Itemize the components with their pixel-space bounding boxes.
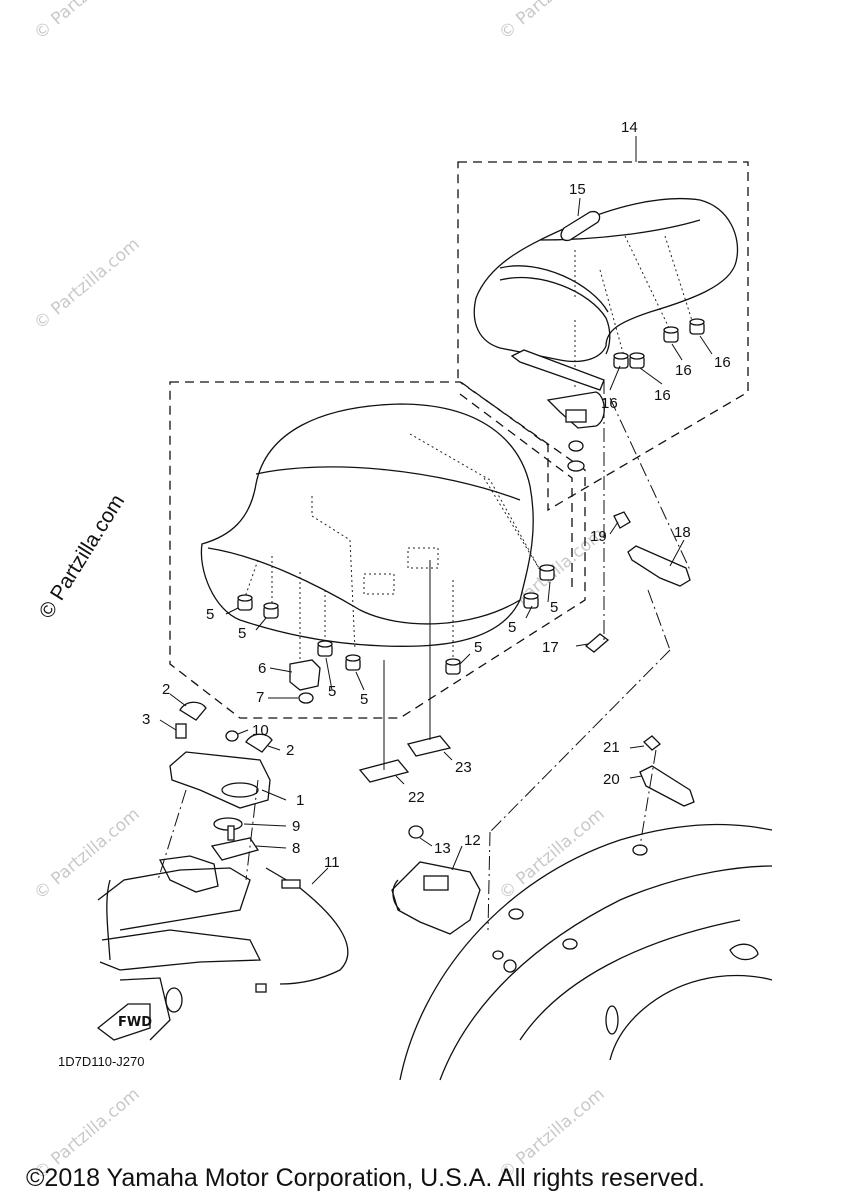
rear-seat-handle [560, 210, 601, 242]
callout-7: 7 [256, 689, 264, 706]
front-seat-assembly-boundary [169, 381, 586, 719]
damper [317, 640, 333, 657]
watermark: © Partzilla.com [495, 804, 608, 904]
rear-seat-assembly-boundary [457, 161, 749, 512]
watermark-bold: © Partzilla.com [35, 490, 129, 622]
callout-18: 18 [674, 524, 691, 541]
callout-16: 16 [601, 395, 618, 412]
pad-23 [406, 735, 452, 757]
fwd-label: FWD [118, 1015, 152, 1030]
damper [523, 592, 539, 609]
watermark: © Partzilla.com [495, 0, 608, 44]
chain-line [647, 589, 671, 651]
callout-2: 2 [162, 681, 170, 698]
watermark: © Partzilla.com [30, 804, 143, 904]
callout-13: 13 [434, 840, 451, 857]
leader-lines [159, 136, 713, 885]
callout-5: 5 [360, 691, 368, 708]
watermark: © Partzilla.com [30, 0, 143, 44]
callout-14: 14 [621, 119, 638, 136]
callout-22: 22 [408, 789, 425, 806]
boundary-inner-line [459, 393, 573, 590]
callout-16: 16 [675, 362, 692, 379]
rear-fender [399, 823, 773, 1081]
callout-9: 9 [292, 818, 300, 835]
callout-16: 16 [654, 387, 671, 404]
callout-10: 10 [252, 722, 269, 739]
callout-5: 5 [550, 599, 558, 616]
callout-2: 2 [286, 742, 294, 759]
callout-5: 5 [328, 683, 336, 700]
callout-8: 8 [292, 840, 300, 857]
chain-line [639, 749, 657, 847]
chain-line [245, 779, 259, 881]
damper [445, 658, 461, 675]
seat-latch [391, 825, 481, 935]
callout-3: 3 [142, 711, 150, 728]
rear-seat-bracket [510, 349, 605, 472]
callout-21: 21 [603, 739, 620, 756]
seat-lock-assembly [169, 701, 273, 861]
diagram-code: 1D7D110-J270 [58, 1054, 144, 1069]
nut [298, 692, 314, 704]
damper [237, 594, 253, 611]
front-seat-bracket [289, 659, 321, 691]
callout-11: 11 [324, 854, 340, 871]
frame-outline [97, 855, 262, 1041]
pad-22 [358, 759, 410, 783]
grab-bracket-20 [639, 765, 695, 807]
fwd-arrow-icon: FWD [96, 1003, 152, 1041]
cable-end [255, 983, 267, 993]
rear-seat [473, 197, 739, 390]
front-seat-dampers [237, 564, 555, 675]
callout-5: 5 [206, 606, 214, 623]
bolt-21 [643, 735, 661, 751]
lock-8 [210, 837, 260, 861]
callout-5: 5 [474, 639, 482, 656]
callout-labels: 1 2 2 3 5 5 5 5 5 5 5 6 7 8 9 10 11 12 1… [142, 119, 731, 871]
rear-bracket-18 [627, 545, 691, 587]
chain-line [489, 649, 671, 833]
callout-23: 23 [455, 759, 472, 776]
chain-line [487, 831, 491, 931]
cap [245, 733, 273, 753]
chain-line [157, 789, 187, 881]
damper [629, 352, 645, 369]
callout-5: 5 [238, 625, 246, 642]
rear-seat-dampers [613, 318, 705, 369]
damper [539, 564, 555, 581]
callout-20: 20 [603, 771, 620, 788]
damper [663, 326, 679, 343]
watermark: © Partzilla.com [30, 234, 143, 334]
damper [689, 318, 705, 335]
bolt-19 [613, 511, 631, 529]
callout-15: 15 [569, 181, 586, 198]
damper [345, 654, 361, 671]
callout-17: 17 [542, 639, 559, 656]
chain-line [609, 397, 691, 571]
callout-5: 5 [508, 619, 516, 636]
callout-12: 12 [464, 832, 481, 849]
cap [179, 701, 207, 721]
callout-19: 19 [590, 528, 607, 545]
callout-16: 16 [714, 354, 731, 371]
callout-6: 6 [258, 660, 266, 677]
damper [613, 352, 629, 369]
bolt-17 [584, 633, 610, 653]
cable-fitting [281, 879, 301, 889]
copyright-notice: ©2018 Yamaha Motor Corporation, U.S.A. A… [26, 1164, 705, 1192]
seat-lock-cable [265, 867, 349, 985]
front-seat [200, 403, 541, 660]
damper [263, 602, 279, 619]
callout-1: 1 [296, 792, 304, 809]
